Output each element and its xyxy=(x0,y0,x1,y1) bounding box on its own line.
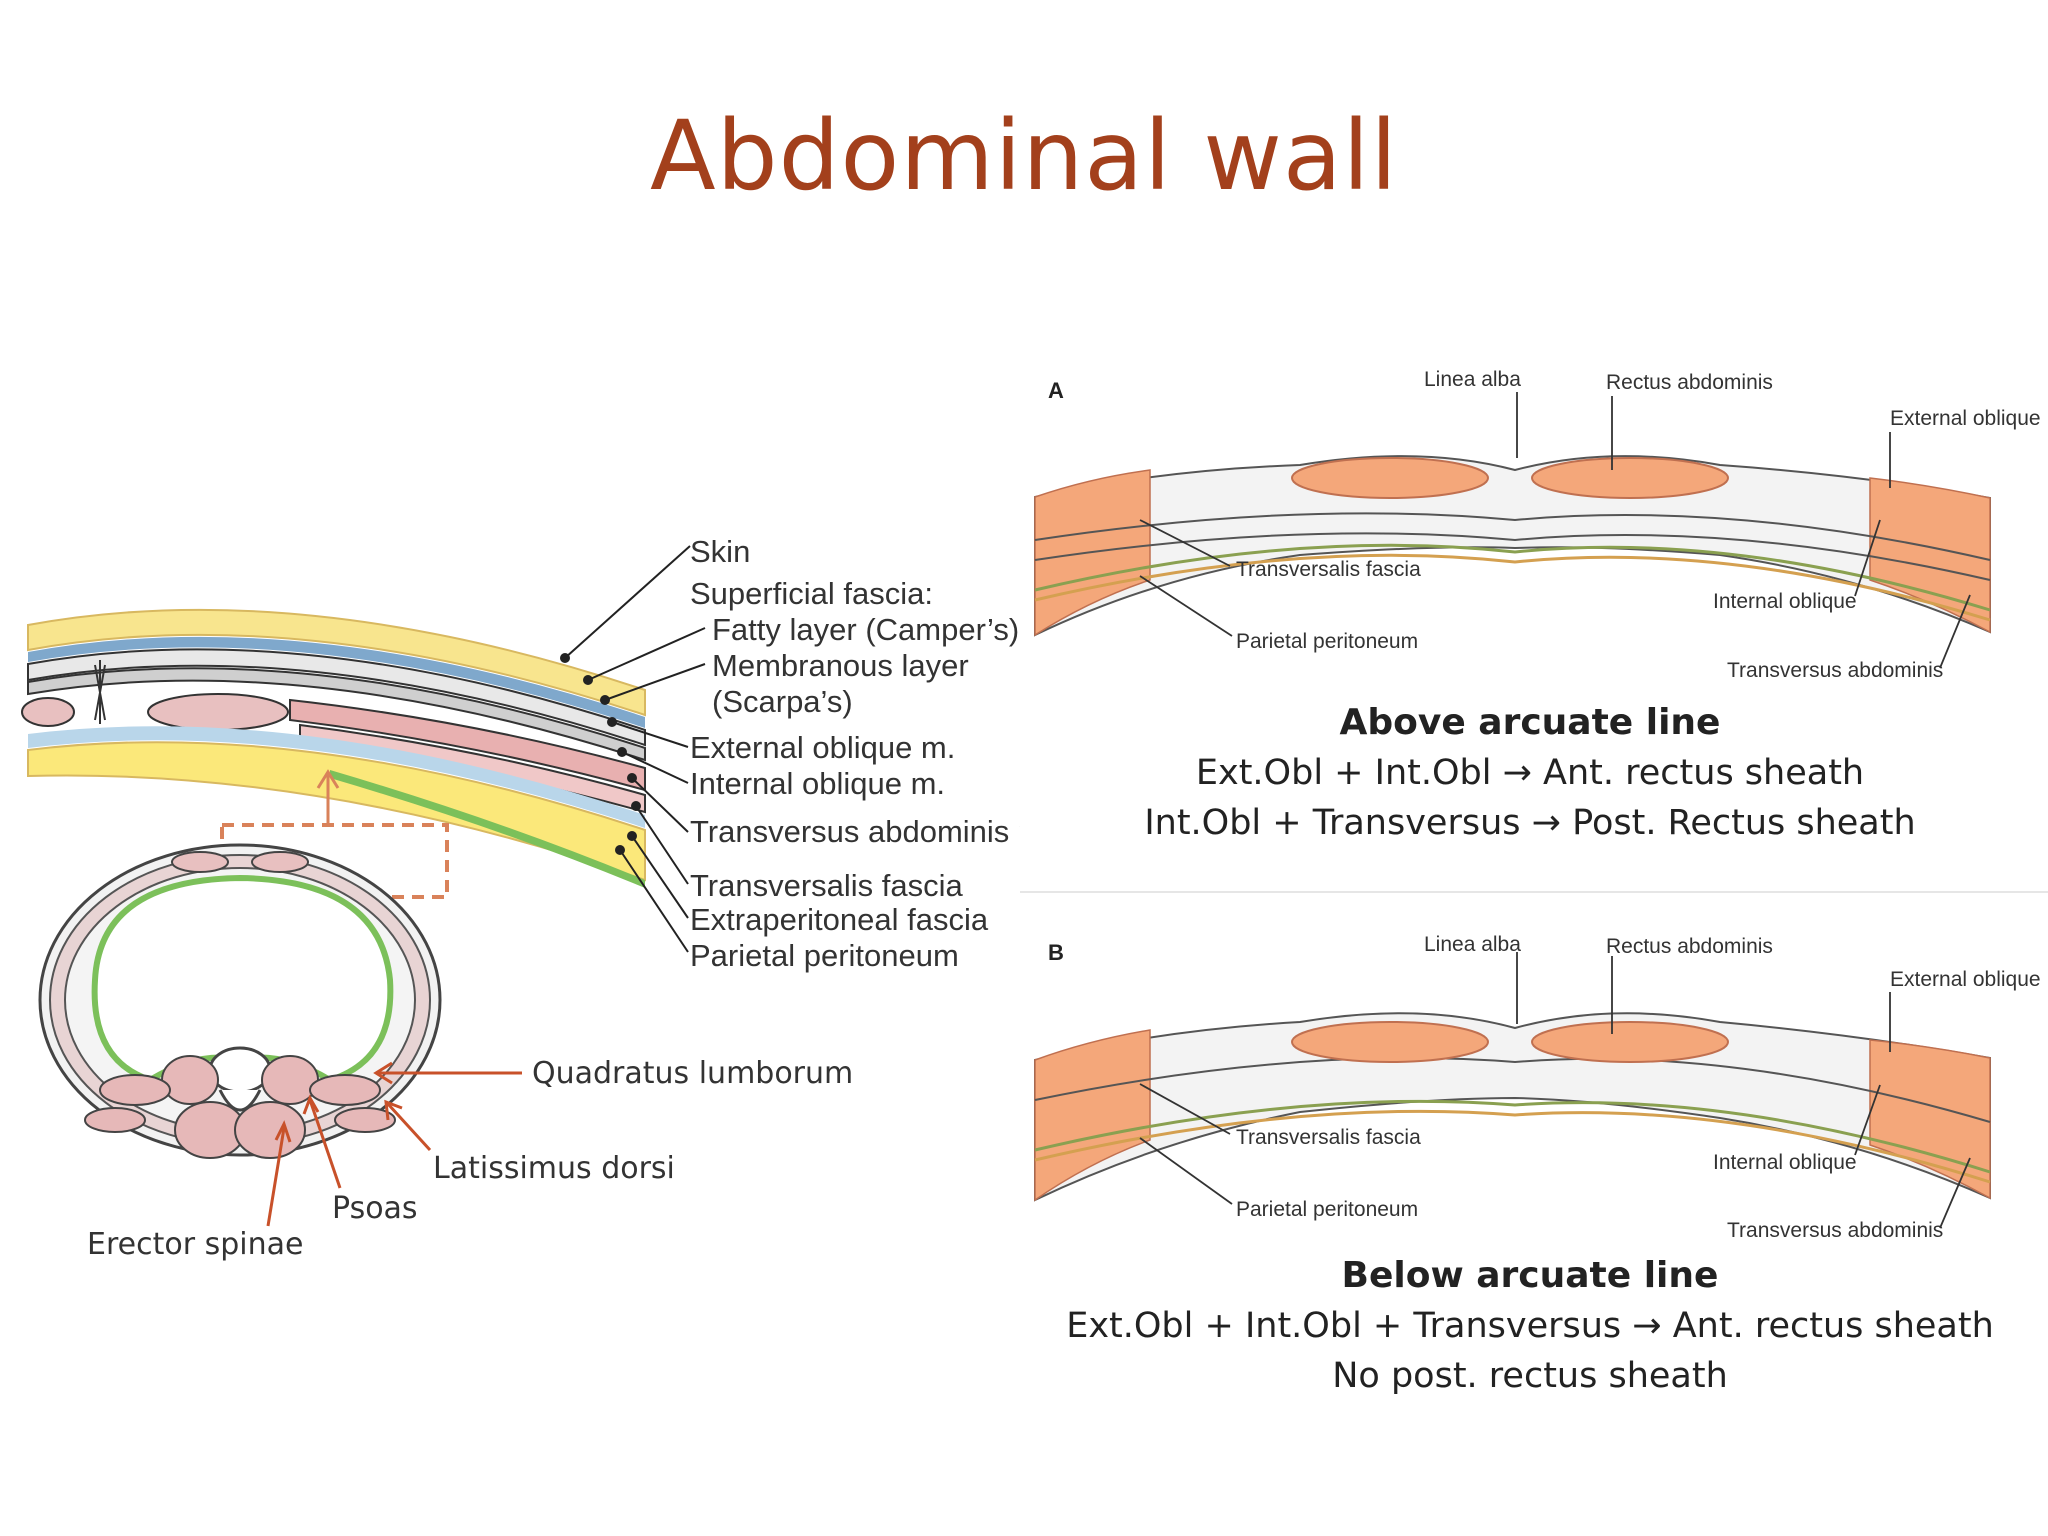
label-skin: Skin xyxy=(690,534,750,569)
panel-b-transversalis: Transversalis fascia xyxy=(1236,1126,1421,1149)
layer-labels: Skin Superficial fascia: Fatty layer (Ca… xyxy=(690,534,1020,973)
muscle-arrows xyxy=(266,1061,522,1227)
panel-a-linea-alba: Linea alba xyxy=(1424,368,1521,391)
label-transversalis: Transversalis fascia xyxy=(690,868,964,903)
label-quadratus: Quadratus lumborum xyxy=(532,1056,853,1091)
panel-a-parietal: Parietal peritoneum xyxy=(1236,630,1418,653)
panel-a-caption-line2: Int.Obl + Transversus → Post. Rectus she… xyxy=(1144,803,1916,843)
label-external-oblique: External oblique m. xyxy=(690,730,955,765)
panel-b-internal-oblique: Internal oblique xyxy=(1713,1151,1857,1174)
left-figure: Skin Superficial fascia: Fatty layer (Ca… xyxy=(21,534,1020,1262)
panel-b-caption-line1: Ext.Obl + Int.Obl + Transversus → Ant. r… xyxy=(1066,1306,1994,1346)
layer-leader-lines xyxy=(560,545,706,953)
label-superficial-fascia: Superficial fascia: xyxy=(690,576,933,611)
label-parietal: Parietal peritoneum xyxy=(690,938,959,973)
panel-b: B Linea alba Rectus abdominis External o… xyxy=(1034,933,2041,1242)
slide-title: Abdominal wall xyxy=(649,100,1398,212)
panel-b-caption-heading: Below arcuate line xyxy=(1341,1255,1719,1296)
panel-a-internal-oblique: Internal oblique xyxy=(1713,590,1857,613)
label-latissimus: Latissimus dorsi xyxy=(433,1151,675,1186)
panel-a-letter: A xyxy=(1048,378,1064,403)
label-erector: Erector spinae xyxy=(87,1227,303,1262)
label-internal-oblique: Internal oblique m. xyxy=(690,766,945,801)
panel-a-caption-heading: Above arcuate line xyxy=(1339,702,1721,743)
panel-b-caption-line2: No post. rectus sheath xyxy=(1332,1356,1728,1396)
panel-a-transversus: Transversus abdominis xyxy=(1727,659,1943,682)
panel-b-caption: Below arcuate line Ext.Obl + Int.Obl + T… xyxy=(1060,1255,2000,1396)
panel-b-letter: B xyxy=(1048,940,1064,965)
label-extraperitoneal: Extraperitoneal fascia xyxy=(690,902,989,937)
label-scarpa: (Scarpa’s) xyxy=(712,684,853,719)
panel-a-rectus: Rectus abdominis xyxy=(1606,371,1773,394)
panel-b-transversus: Transversus abdominis xyxy=(1727,1219,1943,1242)
label-fatty-layer: Fatty layer (Camper’s) xyxy=(712,612,1019,647)
panel-b-linea-alba: Linea alba xyxy=(1424,933,1521,956)
label-membranous-layer: Membranous layer xyxy=(712,648,969,683)
panel-a-caption: Above arcuate line Ext.Obl + Int.Obl → A… xyxy=(1080,702,1980,843)
label-psoas: Psoas xyxy=(332,1191,418,1226)
muscle-labels: Quadratus lumborum Latissimus dorsi Psoa… xyxy=(87,1056,853,1262)
abdomen-cross-section xyxy=(38,843,442,1159)
panel-a-transversalis: Transversalis fascia xyxy=(1236,558,1421,581)
panel-b-external-oblique: External oblique xyxy=(1890,968,2041,991)
wall-layers-illustration xyxy=(21,608,646,888)
label-transversus: Transversus abdominis m. xyxy=(690,814,1020,849)
panel-b-rectus: Rectus abdominis xyxy=(1606,935,1773,958)
panel-a: A Linea alba xyxy=(1034,368,2041,682)
panel-b-parietal: Parietal peritoneum xyxy=(1236,1198,1418,1221)
panel-a-caption-line1: Ext.Obl + Int.Obl → Ant. rectus sheath xyxy=(1195,753,1865,793)
panel-a-external-oblique: External oblique xyxy=(1890,407,2041,430)
